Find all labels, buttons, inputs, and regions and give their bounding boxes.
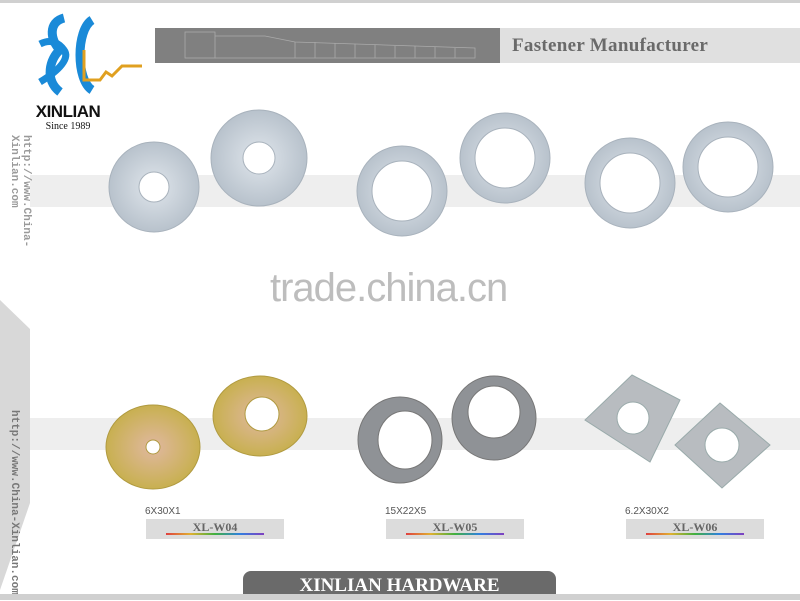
rainbow-line [166,533,264,535]
washer-image [357,375,537,484]
washer-image [105,375,308,490]
header-banner-image [155,28,500,63]
watermark-text: trade.china.cn [270,266,508,310]
top-frame [0,0,800,3]
product-code: XL-W06 [672,520,718,534]
product-spec: 6.2X30X2 [625,506,669,517]
product-code-label[interactable]: XL-W05 [386,519,524,539]
product-code-label[interactable]: XL-W04 [146,519,284,539]
washer-image [108,109,774,237]
product-spec: 6X30X1 [145,506,181,517]
brand-name: XINLIAN [35,102,101,121]
product-code-label[interactable]: XL-W06 [626,519,764,539]
rainbow-line [646,533,744,535]
side-url: http://www.China-Xinlian.com [8,410,20,595]
xinlian-logo-icon [30,10,142,105]
product-code: XL-W04 [192,520,238,534]
rainbow-line [406,533,504,535]
side-url-top: http://www.China-Xinlian.com [8,135,32,248]
product-spec: 15X22X5 [385,506,427,517]
bottom-frame [0,594,800,600]
washer-image [584,374,771,489]
header-tagline: Fastener Manufacturer [500,28,800,63]
product-code: XL-W05 [432,520,478,534]
brand-since: Since 1989 [45,121,91,132]
